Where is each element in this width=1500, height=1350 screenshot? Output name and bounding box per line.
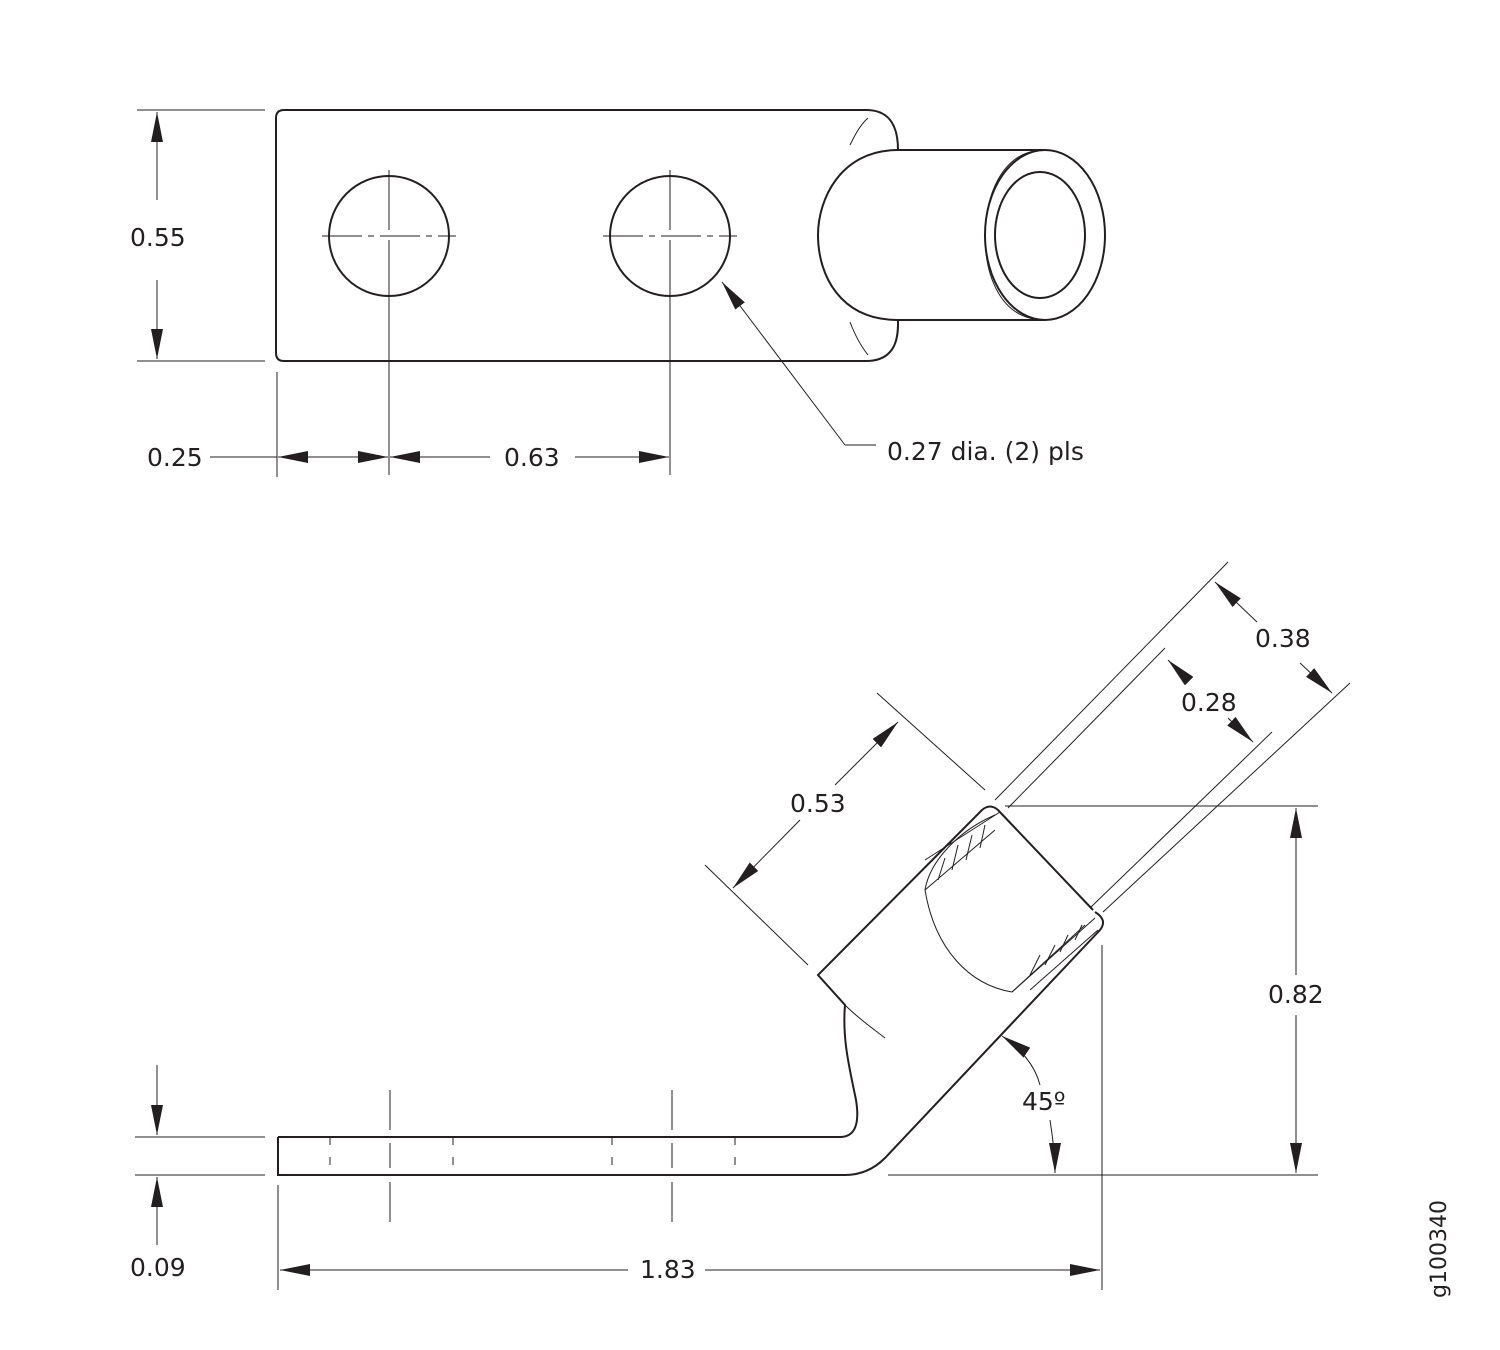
dim-arrow — [1214, 581, 1258, 623]
dim-thickness: 0.09 — [130, 1253, 186, 1282]
callout-leader-arrow — [721, 281, 846, 446]
dim-arrow — [732, 819, 801, 889]
dim-angle: 45º — [1022, 1087, 1066, 1116]
hole-centerlines-vertical — [388, 170, 671, 475]
barrel-outline — [816, 149, 1045, 321]
barrel-wall-lines — [924, 811, 1099, 993]
dim-height-side: 0.82 — [1268, 980, 1324, 1009]
hole-callout: 0.27 dia. (2) pls — [887, 437, 1084, 466]
dim-arrow — [1167, 659, 1194, 686]
dim-inner-diameter: 0.28 — [1181, 688, 1237, 717]
extension-lines-thickness — [135, 1136, 265, 1176]
top-view: 0.55 0.25 0.63 0.27 dia. (2) pls — [130, 109, 1106, 477]
dim-overall-length: 1.83 — [640, 1255, 696, 1284]
barrel-end-outer — [984, 149, 1106, 321]
dim-arrow — [1299, 662, 1333, 694]
dim-outer-diameter: 0.38 — [1255, 624, 1311, 653]
angle-arrow — [1001, 1035, 1041, 1086]
extension-lines-length — [277, 945, 1103, 1290]
section-hatching — [937, 824, 1083, 976]
extension-lines-diameters — [994, 561, 1351, 913]
extension-lines-height — [137, 109, 265, 362]
angle-arrow — [1048, 1119, 1061, 1174]
lug-side-outline — [277, 805, 1105, 1176]
hidden-hole-lines — [329, 1137, 736, 1175]
lug-tongue-outline — [275, 109, 900, 362]
barrel-fillet-lines — [849, 117, 869, 356]
figure-id: g100340 — [1427, 1200, 1452, 1298]
barrel-section-outline — [924, 814, 1086, 993]
barrel-bore — [994, 171, 1086, 299]
dim-arrow — [834, 721, 899, 786]
dim-barrel-length: 0.53 — [790, 789, 846, 818]
hole-centerlines-side — [389, 1090, 673, 1222]
dim-arrow — [1227, 716, 1254, 743]
dim-hole-spacing: 0.63 — [504, 443, 560, 472]
dim-edge-to-hole: 0.25 — [147, 443, 203, 472]
barrel-end-edge — [984, 149, 1046, 321]
bend-contour-line — [844, 1004, 886, 1039]
extension-lines-barrel-length — [704, 692, 986, 966]
dim-height-top: 0.55 — [130, 223, 186, 252]
extension-lines-height-side — [888, 805, 1318, 1176]
side-view: 0.09 1.83 0.82 45º 0.53 0.38 0.28 — [130, 561, 1351, 1290]
